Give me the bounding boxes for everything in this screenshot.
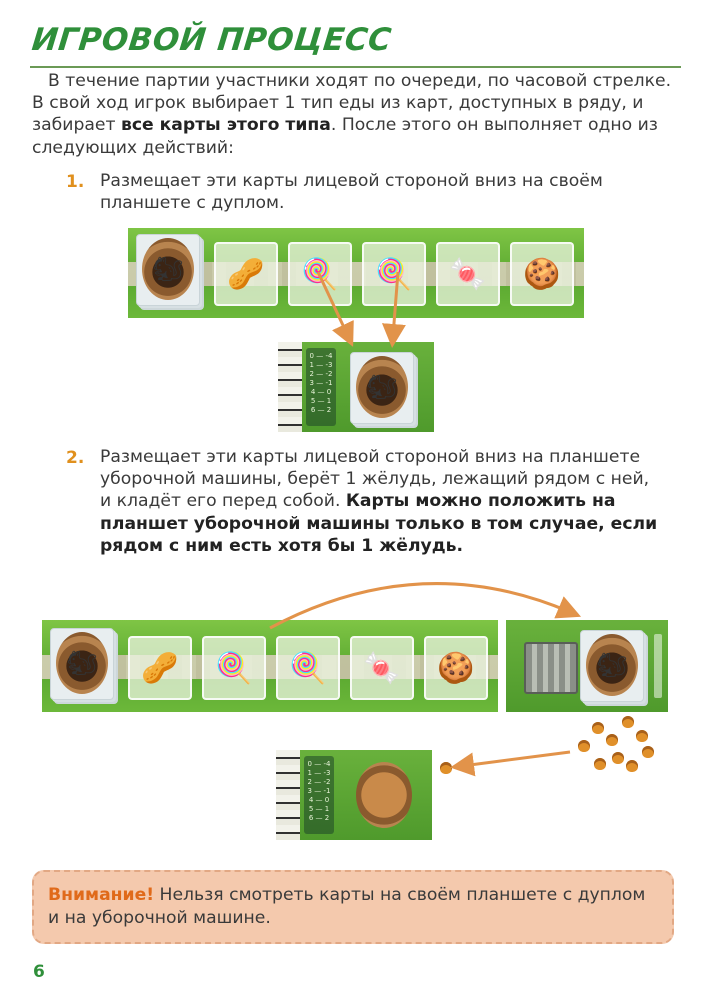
squirrel-icon: 🐿 bbox=[56, 632, 108, 694]
score-row: 5 — 1 bbox=[310, 397, 332, 405]
food-row-1: 🐿 🥜 🍭 🍭 🍬 🍪 bbox=[128, 228, 584, 318]
acorn-icon bbox=[612, 752, 624, 764]
score-row: 5 — 1 bbox=[308, 805, 330, 813]
acorn-icon bbox=[642, 746, 654, 758]
ice-cream-icon: 🍭 bbox=[288, 242, 352, 306]
squirrel-icon: 🐿 bbox=[356, 356, 408, 418]
acorn-icon bbox=[622, 716, 634, 728]
squirrel-icon: 🐿 bbox=[586, 634, 638, 696]
arrow-icon bbox=[450, 750, 571, 777]
score-row: 6 — 2 bbox=[308, 814, 330, 822]
intro-paragraph: В течение партии участники ходят по очер… bbox=[32, 70, 682, 159]
step-2-bold: Карты можно положить на планшет уборочно… bbox=[100, 491, 658, 556]
acorn-icon bbox=[636, 730, 648, 742]
section-heading: ИГРОВОЙ ПРОЦЕСС bbox=[30, 22, 394, 58]
score-row: 0 — -4 bbox=[307, 760, 331, 768]
acorn-icon bbox=[440, 762, 452, 774]
score-row: 2 — -2 bbox=[307, 778, 331, 786]
heading-underline bbox=[30, 66, 681, 68]
intro-bold: все карты этого типа bbox=[120, 115, 331, 136]
acorn-icon bbox=[594, 758, 606, 770]
score-row: 2 — -2 bbox=[309, 370, 333, 378]
ice-cream-icon: 🍭 bbox=[362, 242, 426, 306]
intro-text-1: В течение партии участники ходят по очер… bbox=[32, 71, 672, 136]
acorn-icon bbox=[626, 760, 638, 772]
step-2-number: 2. bbox=[66, 448, 85, 468]
ice-cream-icon: 🍭 bbox=[276, 636, 340, 700]
score-row: 4 — 0 bbox=[308, 796, 330, 804]
score-row: 1 — -3 bbox=[309, 361, 333, 369]
cookie-icon: 🍪 bbox=[424, 636, 488, 700]
food-row-2: 🐿 🥜 🍭 🍭 🍬 🍪 bbox=[42, 620, 498, 712]
score-track: 0 — -4 1 — -3 2 — -2 3 — -1 4 — 0 5 — 1 … bbox=[304, 756, 334, 834]
step-1-number: 1. bbox=[66, 172, 85, 192]
candy-icon: 🍬 bbox=[436, 242, 500, 306]
acorn-icon bbox=[578, 740, 590, 752]
step-2-plain: Размещает эти карты лицевой стороной вни… bbox=[100, 447, 650, 512]
page-number: 6 bbox=[33, 962, 45, 982]
score-row: 3 — -1 bbox=[309, 379, 333, 387]
acorn-icon bbox=[606, 734, 618, 746]
score-row: 3 — -1 bbox=[307, 787, 331, 795]
hollow-board-2: 0 — -4 1 — -3 2 — -2 3 — -1 4 — 0 5 — 1 … bbox=[276, 750, 432, 840]
peanut-icon: 🥜 bbox=[128, 636, 192, 700]
intro-text-2: . После этого он выполняет одно из следу… bbox=[32, 115, 658, 158]
hollow-board-1: 0 — -4 1 — -3 2 — -2 3 — -1 4 — 0 5 — 1 … bbox=[278, 342, 434, 432]
peanut-icon: 🥜 bbox=[214, 242, 278, 306]
score-track: 0 — -4 1 — -3 2 — -2 3 — -1 4 — 0 5 — 1 … bbox=[306, 348, 336, 426]
score-row: 6 — 2 bbox=[310, 406, 332, 414]
score-row: 4 — 0 bbox=[310, 388, 332, 396]
cookie-icon: 🍪 bbox=[510, 242, 574, 306]
harvester-icon bbox=[524, 642, 578, 694]
score-row: 0 — -4 bbox=[309, 352, 333, 360]
birch-trunk bbox=[278, 342, 302, 432]
warning-label: Внимание! bbox=[48, 885, 155, 905]
harvester-edge bbox=[654, 634, 662, 698]
harvester-board: 🐿 bbox=[506, 620, 668, 712]
birch-trunk bbox=[276, 750, 300, 840]
warning-text: Нельзя смотреть карты на своём планшете … bbox=[48, 885, 646, 928]
step-1-text: Размещает эти карты лицевой стороной вни… bbox=[100, 171, 603, 214]
acorn-icon bbox=[592, 722, 604, 734]
score-row: 1 — -3 bbox=[307, 769, 331, 777]
step-2-text: Размещает эти карты лицевой стороной вни… bbox=[100, 446, 660, 557]
warning-notice: Внимание! Нельзя смотреть карты на своём… bbox=[32, 870, 674, 944]
squirrel-icon: 🐿 bbox=[142, 238, 194, 300]
candy-icon: 🍬 bbox=[350, 636, 414, 700]
closed-door-icon bbox=[356, 762, 412, 828]
ice-cream-icon: 🍭 bbox=[202, 636, 266, 700]
